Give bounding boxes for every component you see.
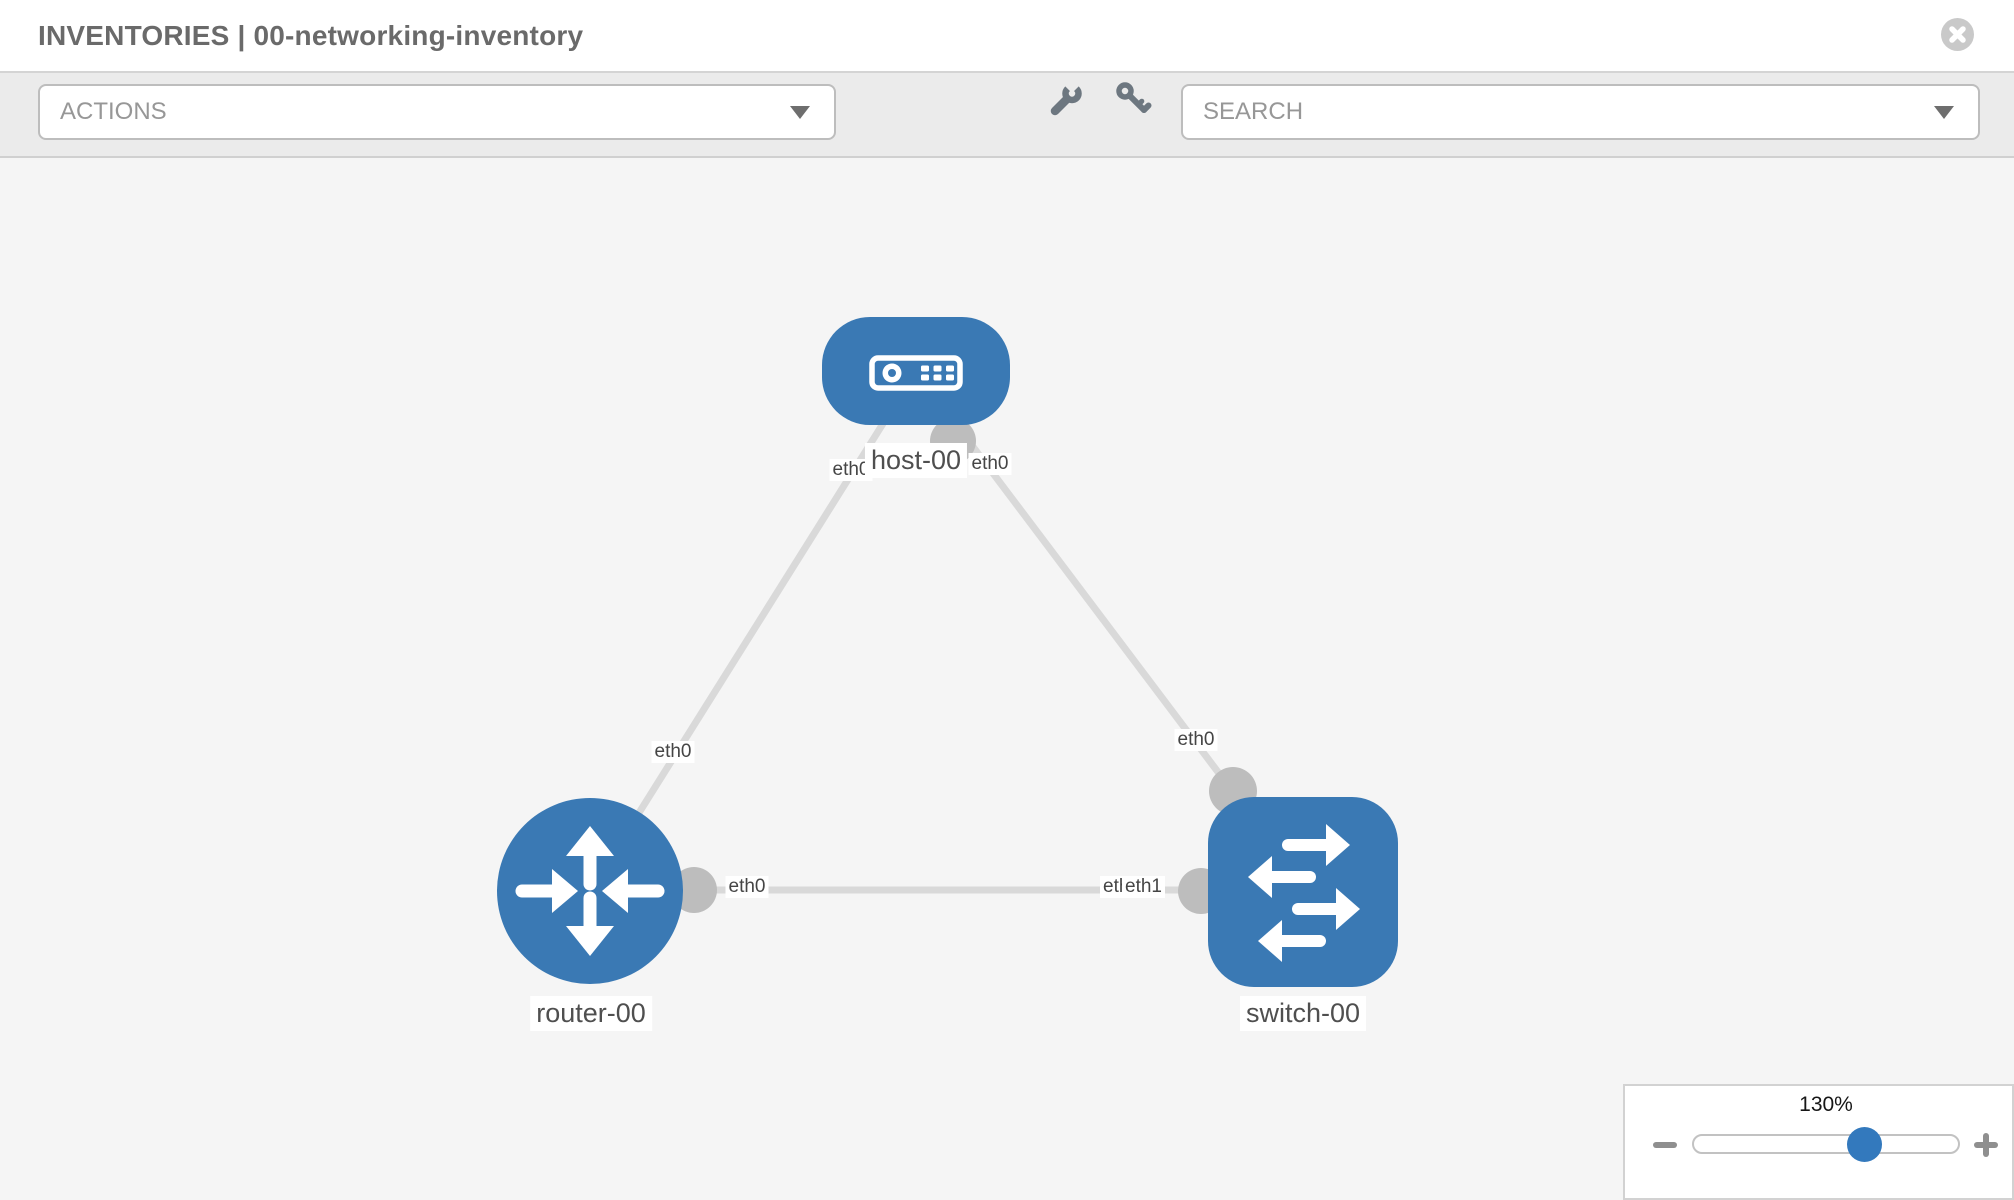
chevron-down-icon: [1934, 106, 1954, 119]
zoom-slider-thumb[interactable]: [1847, 1127, 1882, 1162]
link-host-router: [587, 369, 919, 893]
zoom-panel: 130%: [1623, 1084, 2014, 1200]
search-dropdown[interactable]: SEARCH: [1181, 84, 1980, 140]
wrench-icon: [1050, 78, 1082, 116]
topology-graph: [497, 317, 1398, 987]
topology-canvas[interactable]: eth0 eth0 eth0 eth0 eth0 eth1 eth0 host-…: [0, 158, 2014, 1200]
interface-label: eth1: [1122, 876, 1165, 898]
ports: [671, 418, 1257, 914]
interface-label: eth0: [968, 453, 1012, 475]
zoom-out-button[interactable]: [1649, 1129, 1681, 1161]
interface-label: eth0: [725, 876, 769, 898]
header: INVENTORIES | 00-networking-inventory: [0, 0, 2014, 71]
zoom-in-button[interactable]: [1970, 1129, 2002, 1161]
zoom-level: 130%: [1799, 1093, 1853, 1116]
node-label-switch: switch-00: [1239, 996, 1367, 1031]
minus-icon: [1653, 1142, 1677, 1148]
interface-label: eth0: [1174, 729, 1218, 751]
node-host-00[interactable]: [822, 317, 1010, 425]
node-label-host: host-00: [864, 443, 968, 478]
chevron-down-icon: [790, 106, 810, 119]
router-icon: [515, 826, 665, 956]
port-router-eth0: [671, 867, 717, 913]
credentials-button[interactable]: [1114, 80, 1154, 120]
zoom-slider[interactable]: [1692, 1134, 1960, 1154]
node-router-00[interactable]: [497, 798, 683, 984]
toolbar: ACTIONS SEARCH: [0, 71, 2014, 158]
node-label-router: router-00: [530, 996, 652, 1031]
interface-label: eth0: [829, 459, 873, 481]
search-placeholder: SEARCH: [1203, 98, 1304, 125]
node-switch-00[interactable]: [1208, 797, 1398, 987]
interface-label: eth0: [651, 741, 695, 763]
host-icon: [869, 355, 963, 391]
close-icon: [1949, 26, 1966, 43]
key-icon: [1116, 82, 1152, 113]
actions-dropdown-label: ACTIONS: [60, 98, 167, 125]
actions-dropdown[interactable]: ACTIONS: [38, 84, 836, 140]
configure-button[interactable]: [1046, 78, 1086, 120]
switch-icon: [1248, 824, 1360, 962]
page-title: INVENTORIES | 00-networking-inventory: [38, 20, 584, 51]
close-button[interactable]: [1941, 18, 1974, 51]
